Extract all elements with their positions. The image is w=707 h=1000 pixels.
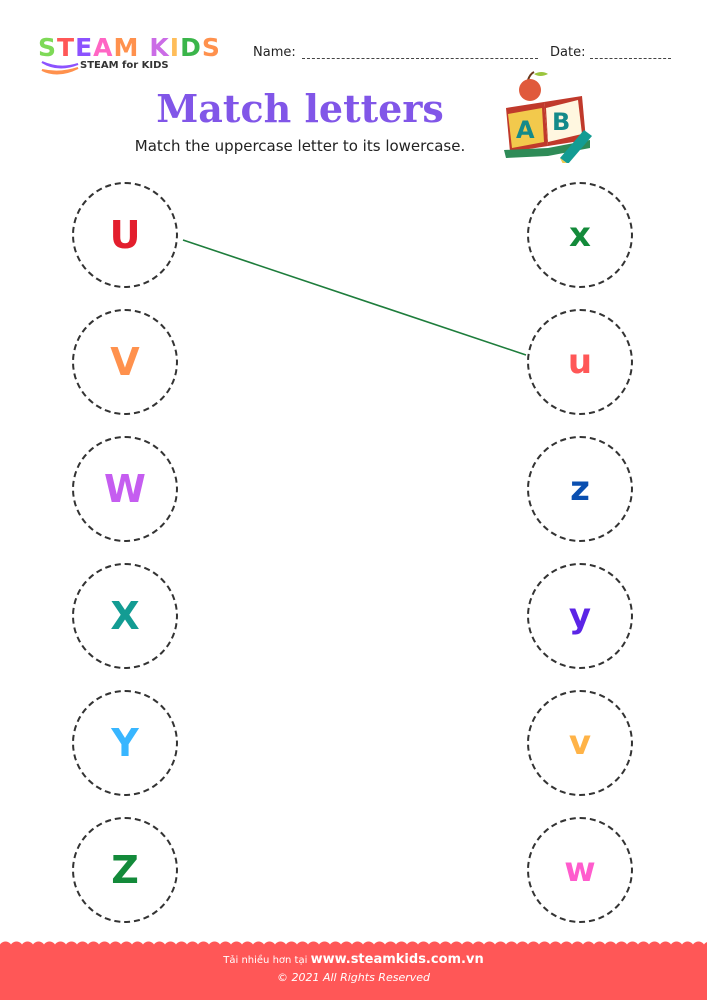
svg-text:B: B <box>552 108 570 136</box>
logo-tagline: STEAM for KIDS <box>80 60 169 71</box>
logo-letter: S <box>201 33 221 62</box>
logo-letter: I <box>169 33 181 62</box>
date-label: Date: <box>550 45 586 60</box>
name-field[interactable] <box>302 58 538 59</box>
lowercase-circle-w[interactable]: w <box>527 817 633 923</box>
logo-letter: T <box>57 33 76 62</box>
lowercase-letter: w <box>564 850 596 890</box>
lowercase-letter: y <box>568 596 592 636</box>
logo-letter: E <box>75 33 94 62</box>
footer-download-text: Tải nhiều hơn tại www.steamkids.com.vn <box>0 952 707 967</box>
lowercase-letter: x <box>569 215 591 255</box>
footer-banner: Tải nhiều hơn tại www.steamkids.com.vn ©… <box>0 938 707 1000</box>
uppercase-letter: V <box>110 340 140 384</box>
uppercase-letter: Y <box>111 721 139 765</box>
uppercase-letter: X <box>110 594 140 638</box>
scallop-border <box>0 938 707 948</box>
logo-letter: M <box>113 33 140 62</box>
download-prefix: Tải nhiều hơn tại <box>223 955 308 966</box>
svg-text:A: A <box>516 116 535 144</box>
uppercase-letter: W <box>104 467 146 511</box>
page-title: Match letters <box>156 86 444 131</box>
date-field[interactable] <box>590 58 671 59</box>
logo-letter: K <box>149 33 170 62</box>
lowercase-circle-u[interactable]: u <box>527 309 633 415</box>
logo-letter: D <box>180 33 202 62</box>
footer-background <box>0 946 707 1000</box>
uppercase-circle-y[interactable]: Y <box>72 690 178 796</box>
uppercase-circle-v[interactable]: V <box>72 309 178 415</box>
copyright-text: © 2021 All Rights Reserved <box>276 971 430 984</box>
uppercase-circle-x[interactable]: X <box>72 563 178 669</box>
logo-swoosh-icon <box>41 61 79 75</box>
uppercase-circle-w[interactable]: W <box>72 436 178 542</box>
name-label: Name: <box>253 45 296 60</box>
lowercase-circle-z[interactable]: z <box>527 436 633 542</box>
logo-letter: S <box>38 33 58 62</box>
lowercase-circle-v[interactable]: v <box>527 690 633 796</box>
uppercase-circle-u[interactable]: U <box>72 182 178 288</box>
logo-letter: A <box>93 33 114 62</box>
instruction-text: Match the uppercase letter to its lowerc… <box>134 137 466 155</box>
uppercase-letter: Z <box>111 848 139 892</box>
lowercase-letter: u <box>567 342 593 382</box>
lowercase-circle-y[interactable]: y <box>527 563 633 669</box>
abc-book-icon: A B <box>504 71 592 163</box>
lowercase-letter: v <box>568 723 592 763</box>
website-link[interactable]: www.steamkids.com.vn <box>310 952 484 967</box>
uppercase-letter: U <box>109 213 141 257</box>
lowercase-circle-x[interactable]: x <box>527 182 633 288</box>
uppercase-circle-z[interactable]: Z <box>72 817 178 923</box>
lowercase-letter: z <box>570 469 590 509</box>
